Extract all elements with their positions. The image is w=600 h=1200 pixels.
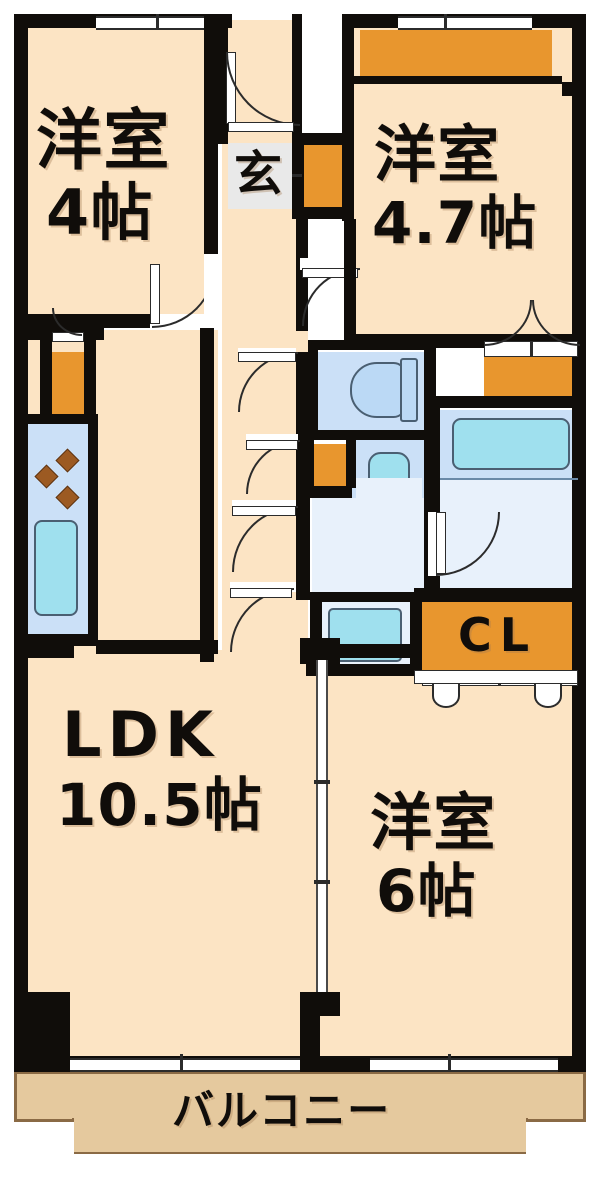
window-ldk-mullion [180,1054,183,1072]
wall-kitchen-counter-bottom [22,634,98,646]
door-bedroom47-left-opening [300,258,356,270]
door-hall-b-opening [246,434,298,444]
wall-kitchen-closet-right [84,340,96,414]
door-bedroom47-left-leaf[interactable] [302,268,358,278]
wall-washroom-top [300,486,352,498]
wall-kitchen-closet-left [40,340,52,414]
sliding-door-marker-1 [314,780,330,784]
sliding-door-marker-2 [314,880,330,884]
wall-entry-shoe-right [342,133,354,221]
shoe-closet-divider [292,174,302,177]
closet-bedroom47-top [360,30,552,82]
bedroom6-closet-band [414,670,578,684]
window-bedroom47-top [398,16,532,30]
balcony-fill-lower [72,1118,528,1154]
wall-washer-bottom [306,664,422,676]
wall-entry-shoe-top [292,133,354,145]
washroom-floor [312,498,428,596]
balcony-fill [14,1072,586,1124]
window-bedroom47-mullion [444,14,447,28]
bathroom-door-leaf[interactable] [436,512,446,574]
wall-washer-top [310,592,420,602]
balcony-step-left [14,1119,74,1122]
wall-ldk-top-left [14,644,74,658]
wall-kitchen-counter-top [22,414,96,424]
label-bedroom4-name: 洋室 [36,102,171,179]
label-ldk-name: LDK [62,698,220,771]
balcony-step-right [526,1119,586,1122]
wall-bedroom47-right-notch [562,82,586,96]
closet-entry-shoe [300,143,342,209]
balcony-edge-right [583,1072,586,1122]
cl-door-arc-left [432,684,460,708]
label-balcony: バルコニー [172,1086,392,1135]
wall-kitchen-counter-right [88,414,98,642]
window-bedroom6-bottom [370,1058,558,1072]
label-bedroom4-size: 4帖 [46,176,154,249]
closet-bedroom47-door-split [530,341,533,357]
cl-door-arc-right [534,684,562,708]
label-genkan: 玄 [234,146,283,202]
wall-washroom-mid-left [346,440,356,488]
wall-hall-ldk-divider [200,328,214,662]
wall-entry-shoe-bottom [292,207,354,219]
door-hall-d-leaf[interactable] [230,588,292,598]
wall-partition-bottom [300,992,340,1016]
door-hall-d-opening [230,582,296,592]
closet-washroom-small [314,444,346,494]
wall-cl-left [410,596,422,676]
balcony-notch-right-mask [526,1120,588,1160]
wall-ldk-top-mid [96,640,218,654]
balcony-notch-left-mask [14,1120,74,1160]
label-bedroom6-size: 6帖 [376,857,477,925]
balcony-edge-left [14,1072,17,1122]
wall-outer-left [14,14,28,1070]
wall-bedroom47-left [342,14,354,150]
wall-toilet-bottom [308,430,436,440]
wall-entry-right-lower [292,143,304,211]
wall-ldk-bottom-notch [14,992,70,1058]
wall-bedroom47-closet-bottom [354,76,562,84]
label-bedroom47-name: 洋室 [374,118,501,191]
closet-bedroom47-right [484,356,578,400]
floor-fill-ldk [22,650,312,1070]
door-bedroom4-right-opening [204,254,218,316]
label-bedroom47-size: 4.7帖 [372,189,538,257]
label-ldk-size: 10.5帖 [56,771,263,839]
wall-toilet-top [308,340,432,350]
wall-bathroom-top [428,396,586,408]
door-bedroom4-leaf[interactable] [150,264,160,324]
window-bedroom4-mullion [156,14,159,28]
window-ldk-bottom [70,1058,300,1072]
toilet-tank [400,358,418,422]
door-hall-b-leaf[interactable] [246,440,298,450]
door-hall-c-leaf[interactable] [232,506,296,516]
toilet-bowl [350,362,406,418]
floor-fill-bedroom-6 [312,650,578,1070]
closet-kitchen-small [52,352,84,414]
wall-entry-left [218,14,228,144]
door-hall-c-opening [232,500,296,510]
wash-basin-counter [356,478,422,498]
sliding-door-track [316,660,328,1000]
entry-door-sill [228,122,294,132]
wall-bedroom47-left-2 [344,219,356,339]
wall-outer-right [572,14,586,1070]
wall-partition-top [300,638,340,664]
window-bedroom6-mullion [448,1054,451,1072]
label-cl: CL [458,608,538,662]
genkan-tataki [228,143,292,209]
wall-toilet-left [308,346,318,438]
closet-cl-main [422,600,578,670]
wall-bedroom6-top [338,644,422,658]
wall-bathroom-bottom [414,588,586,602]
door-hall-a-leaf[interactable] [238,352,296,362]
wall-partition-bottom-2 [300,1014,320,1058]
wall-bedroom4-right [204,14,218,328]
bathtub-edge-line [440,478,578,480]
label-bedroom6-name: 洋室 [370,786,497,859]
wall-washroom-left [300,440,314,496]
kitchen-sink [34,520,78,616]
bathtub [452,418,570,470]
